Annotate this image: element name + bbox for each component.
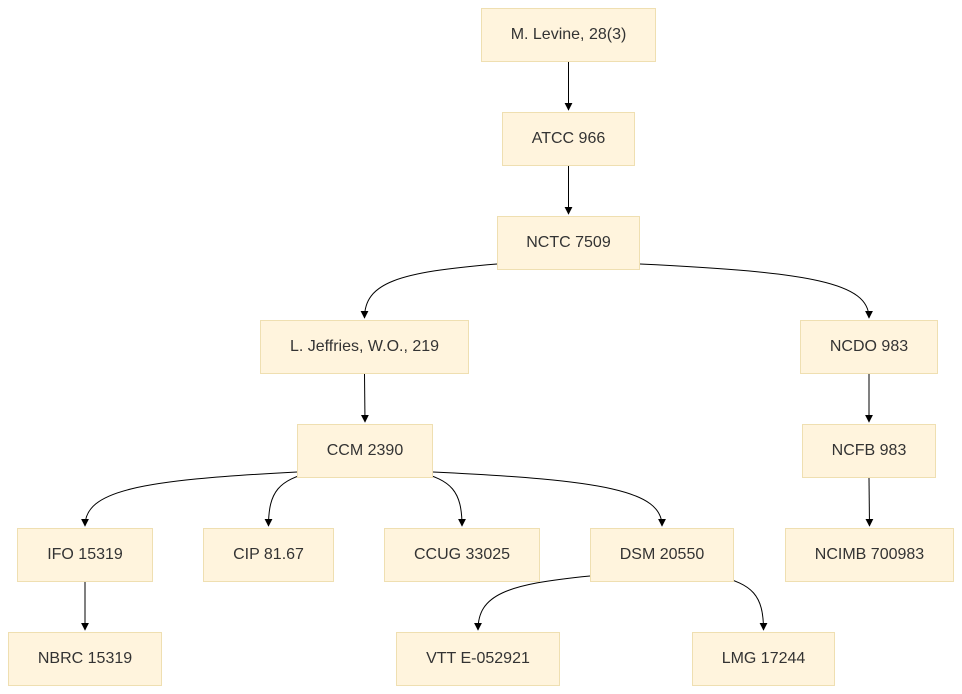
edge-jeffries-to-ccm bbox=[360, 373, 369, 423]
node-ncimb: NCIMB 700983 bbox=[785, 528, 954, 582]
edge-ncfb-to-ncimb bbox=[865, 477, 874, 527]
node-vtt: VTT E-052921 bbox=[396, 632, 560, 686]
edge-nctc-to-jeffries bbox=[360, 263, 498, 319]
node-ncdo: NCDO 983 bbox=[800, 320, 938, 374]
edge-ccm-to-dsm bbox=[432, 471, 666, 527]
node-cip: CIP 81.67 bbox=[203, 528, 334, 582]
node-atcc: ATCC 966 bbox=[502, 112, 635, 166]
node-levine: M. Levine, 28(3) bbox=[481, 8, 656, 62]
node-ncfb: NCFB 983 bbox=[802, 424, 936, 478]
node-ifo: IFO 15319 bbox=[17, 528, 153, 582]
node-ccug: CCUG 33025 bbox=[384, 528, 540, 582]
node-nctc: NCTC 7509 bbox=[497, 216, 640, 270]
node-nbrc: NBRC 15319 bbox=[8, 632, 162, 686]
node-dsm: DSM 20550 bbox=[590, 528, 734, 582]
edge-ccm-to-ifo bbox=[81, 471, 298, 527]
node-ccm: CCM 2390 bbox=[297, 424, 433, 478]
edge-dsm-to-lmg bbox=[717, 575, 768, 631]
edge-nctc-to-ncdo bbox=[639, 263, 873, 319]
node-jeffries: L. Jeffries, W.O., 219 bbox=[260, 320, 469, 374]
edge-ccm-to-cip bbox=[264, 471, 313, 527]
edge-dsm-to-vtt bbox=[474, 575, 591, 631]
edge-ccm-to-ccug bbox=[418, 471, 466, 527]
node-lmg: LMG 17244 bbox=[692, 632, 835, 686]
